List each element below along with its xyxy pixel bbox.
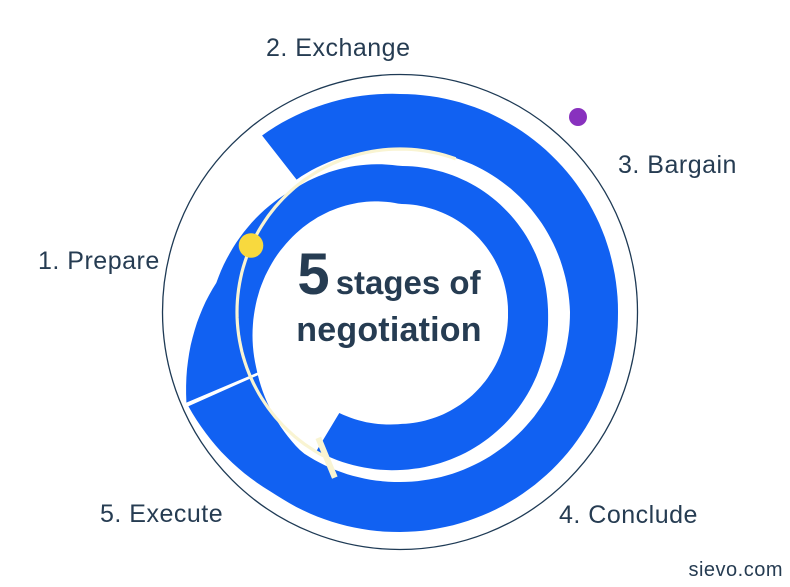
- stage-label-exchange: 2. Exchange: [266, 34, 411, 62]
- watermark-text: sievo.com: [688, 559, 783, 581]
- progress-thread-end-cap: [315, 436, 338, 479]
- title-big-number: 5: [297, 242, 330, 307]
- spiral-band-inner-turn: [186, 164, 549, 471]
- outline-circle: [161, 73, 639, 551]
- title-line2: negotiation: [296, 311, 482, 349]
- title-line1-rest: stages of: [335, 264, 481, 301]
- purple-marker-dot: [569, 108, 587, 126]
- stage-label-conclude: 4. Conclude: [559, 501, 698, 529]
- stage-label-bargain: 3. Bargain: [618, 151, 737, 179]
- yellow-marker-dot: [238, 233, 264, 258]
- stage-label-execute: 5. Execute: [100, 500, 224, 528]
- stage-label-prepare: 1. Prepare: [38, 247, 160, 275]
